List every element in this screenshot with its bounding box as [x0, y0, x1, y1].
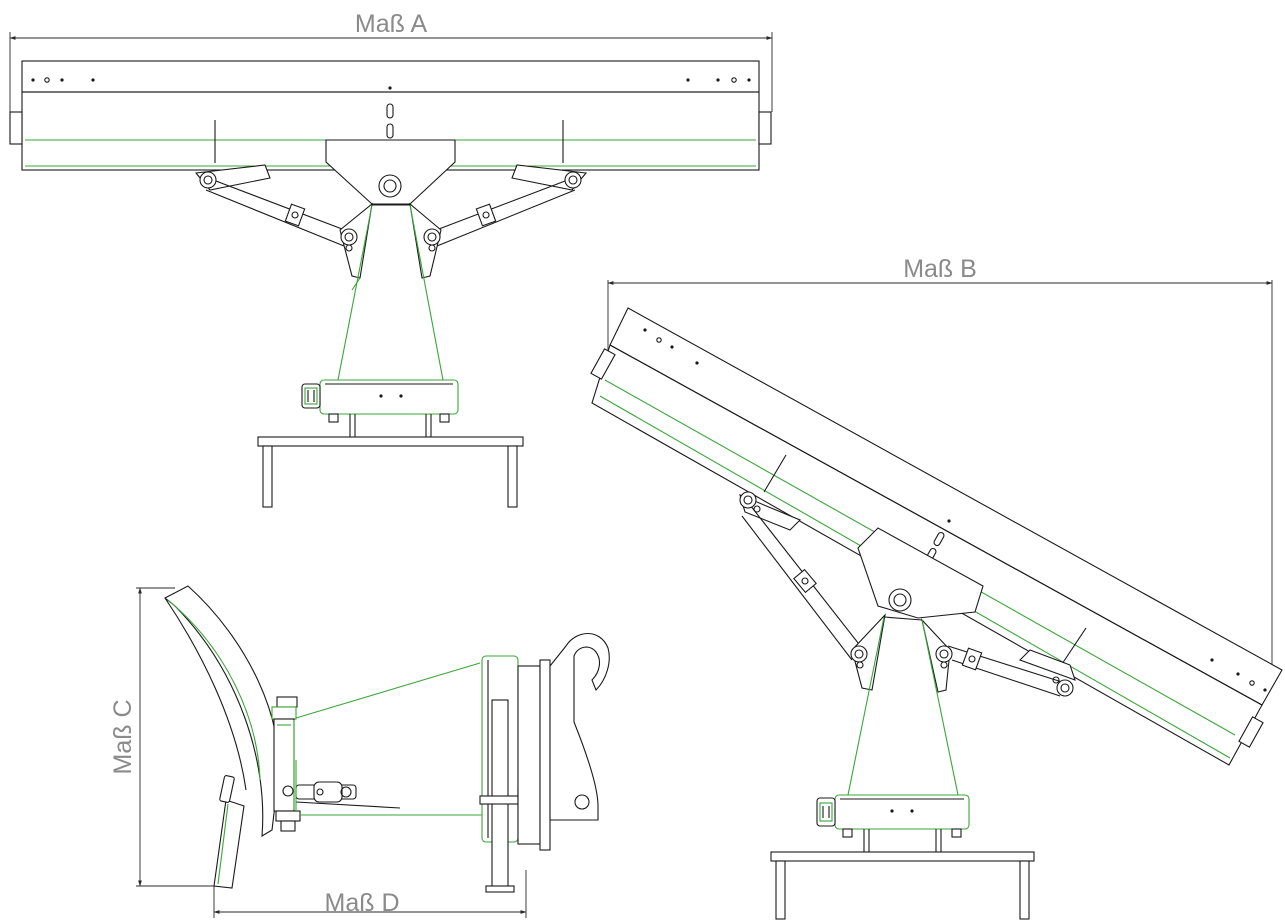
dimension-a: Maß A	[9, 10, 773, 112]
hook-plate-side	[549, 633, 610, 821]
dimension-d: Maß D	[213, 870, 527, 918]
base-angled	[816, 794, 970, 852]
dimension-b: Maß B	[607, 255, 1273, 670]
column-front	[337, 204, 444, 381]
frame-side	[479, 655, 551, 893]
column-angled	[847, 616, 959, 796]
linkage-front	[194, 139, 588, 279]
base-front	[301, 379, 459, 437]
dimension-c-label: Maß C	[109, 700, 137, 775]
front-view-angled: Maß B	[590, 255, 1283, 920]
dimension-d-label: Maß D	[325, 889, 400, 917]
dimension-a-label: Maß A	[355, 10, 428, 38]
dimension-c: Maß C	[109, 587, 215, 887]
dimension-b-label: Maß B	[903, 255, 977, 283]
front-view-straight: Maß A	[9, 10, 773, 508]
side-view: Maß C Maß D	[109, 585, 610, 918]
stand-angled	[770, 851, 1035, 920]
stand-front	[257, 436, 524, 508]
blade-angled	[590, 307, 1283, 766]
mouldboard-side	[163, 585, 280, 889]
pivot-side	[271, 662, 484, 832]
linkage-angled	[739, 491, 1076, 697]
